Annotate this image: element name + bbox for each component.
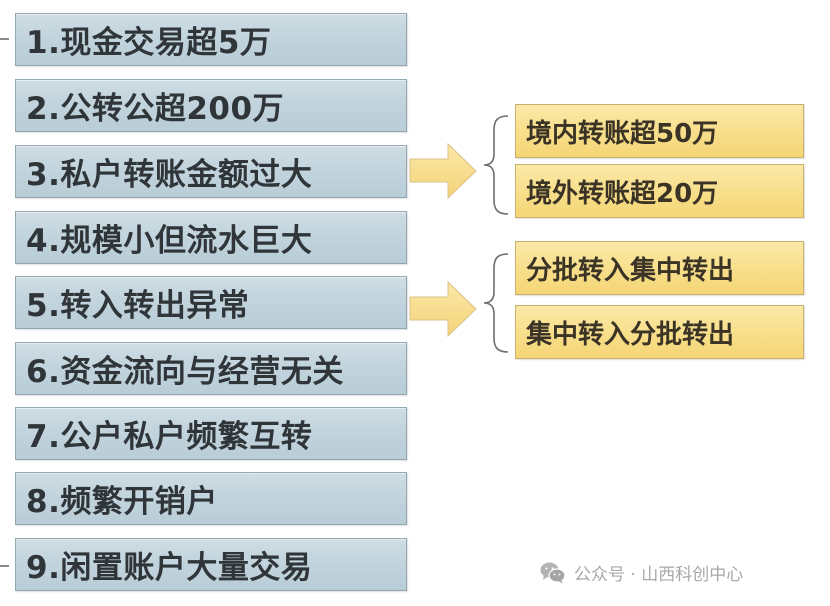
item-label: 4.规模小但流水巨大	[26, 223, 313, 259]
sub-item-lump-in-batch-out: 集中转入分批转出	[515, 305, 804, 359]
item-6-unrelated-flow: 6.资金流向与经营无关	[15, 342, 407, 395]
left-brace-icon	[483, 115, 509, 215]
connector-line-top	[0, 38, 9, 40]
wechat-icon	[540, 562, 566, 583]
watermark: 公众号 · 山西科创中心	[540, 560, 743, 585]
item-4-small-scale-large-flow: 4.规模小但流水巨大	[15, 211, 407, 264]
sub-item-label: 分批转入集中转出	[526, 255, 735, 286]
item-label: 6.资金流向与经营无关	[26, 354, 344, 390]
watermark-text: 公众号 · 山西科创中心	[574, 565, 744, 585]
sub-item-label: 境内转账超50万	[526, 118, 719, 149]
item-8-frequent-open-close: 8.频繁开销户	[15, 472, 407, 525]
item-3-private-transfer: 3.私户转账金额过大	[15, 145, 407, 198]
sub-item-label: 境外转账超20万	[526, 178, 719, 209]
item-1-cash-transaction: 1.现金交易超5万	[15, 13, 407, 66]
left-brace-icon	[483, 253, 509, 353]
sub-item-label: 集中转入分批转出	[526, 319, 735, 350]
item-9-idle-account: 9.闲置账户大量交易	[15, 538, 407, 591]
item-label: 1.现金交易超5万	[26, 25, 272, 61]
item-5-abnormal-in-out: 5.转入转出异常	[15, 276, 407, 329]
sub-item-domestic-transfer: 境内转账超50万	[515, 104, 804, 158]
item-label: 9.闲置账户大量交易	[26, 550, 313, 586]
connector-line-bottom	[0, 565, 9, 567]
item-label: 2.公转公超200万	[26, 91, 285, 127]
item-label: 7.公户私户频繁互转	[26, 419, 313, 455]
sub-item-overseas-transfer: 境外转账超20万	[515, 164, 804, 218]
item-label: 5.转入转出异常	[26, 288, 250, 324]
item-7-frequent-mutual-transfer: 7.公户私户频繁互转	[15, 407, 407, 460]
item-2-corporate-transfer: 2.公转公超200万	[15, 79, 407, 132]
arrow-right-icon	[409, 143, 477, 199]
item-label: 3.私户转账金额过大	[26, 157, 313, 193]
arrow-right-icon	[409, 281, 477, 337]
item-label: 8.频繁开销户	[26, 484, 218, 520]
sub-item-batch-in-lump-out: 分批转入集中转出	[515, 241, 804, 295]
